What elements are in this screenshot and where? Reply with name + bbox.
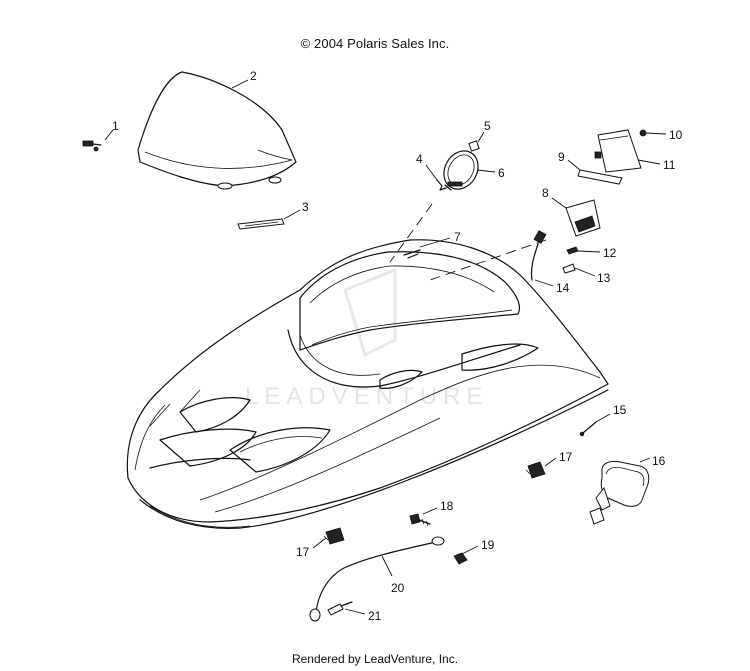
- part-bolt-18[interactable]: [409, 513, 431, 527]
- callout-1: 1: [112, 119, 119, 133]
- callout-13: 13: [597, 271, 611, 285]
- callout-12: 12: [603, 246, 617, 260]
- part-hood[interactable]: [126, 239, 609, 529]
- alignment-lines: [389, 203, 547, 281]
- part-rivet-21[interactable]: [327, 601, 353, 616]
- callout-19: 19: [481, 538, 495, 552]
- part-gauge-ring-6[interactable]: [437, 145, 485, 196]
- copyright-notice: © 2004 Polaris Sales Inc.: [300, 36, 450, 51]
- watermark: LEADVENTURE: [245, 267, 482, 410]
- callout-15: 15: [613, 403, 627, 417]
- part-screw-1[interactable]: [82, 140, 102, 152]
- part-clip-4[interactable]: [436, 179, 452, 191]
- part-windshield[interactable]: [137, 71, 297, 190]
- part-clip-17-left[interactable]: [323, 527, 345, 545]
- part-bracket-8[interactable]: [565, 199, 601, 237]
- callout-17-right: 17: [559, 450, 573, 464]
- callout-4: 4: [416, 152, 423, 166]
- callout-16: 16: [652, 454, 666, 468]
- part-bushing-5[interactable]: [468, 140, 480, 152]
- part-tether-20[interactable]: [309, 536, 445, 622]
- callout-11: 11: [663, 158, 676, 172]
- callout-labels: 1 2 3 4 5 6 7 8 9 10 11 12 13 14 15 16 1…: [112, 69, 683, 623]
- part-nut-10[interactable]: [639, 129, 647, 137]
- callout-8: 8: [542, 186, 549, 200]
- callout-7: 7: [454, 230, 461, 244]
- callout-20: 20: [391, 581, 405, 595]
- part-strip-3[interactable]: [237, 218, 285, 230]
- callout-14: 14: [556, 281, 570, 295]
- part-mirror-16[interactable]: [589, 460, 650, 525]
- part-nut-19[interactable]: [453, 552, 468, 565]
- callout-6: 6: [498, 166, 505, 180]
- part-fitting-13[interactable]: [562, 263, 576, 274]
- part-pin-15[interactable]: [579, 421, 597, 437]
- callout-2: 2: [250, 69, 257, 83]
- callout-18: 18: [440, 499, 454, 513]
- part-fitting-12[interactable]: [566, 246, 579, 255]
- part-clip-17-right[interactable]: [525, 461, 546, 479]
- callout-17-left: 17: [296, 545, 310, 559]
- callout-5: 5: [484, 119, 491, 133]
- callout-21: 21: [368, 609, 382, 623]
- part-lens-9[interactable]: [577, 169, 623, 185]
- callout-3: 3: [302, 200, 309, 214]
- part-sensor-14[interactable]: [530, 230, 547, 281]
- callout-9: 9: [558, 150, 565, 164]
- callout-10: 10: [669, 128, 683, 142]
- part-cover-11[interactable]: [594, 129, 642, 173]
- footer-credit: Rendered by LeadVenture, Inc.: [291, 652, 459, 666]
- leader-lines: [104, 79, 667, 615]
